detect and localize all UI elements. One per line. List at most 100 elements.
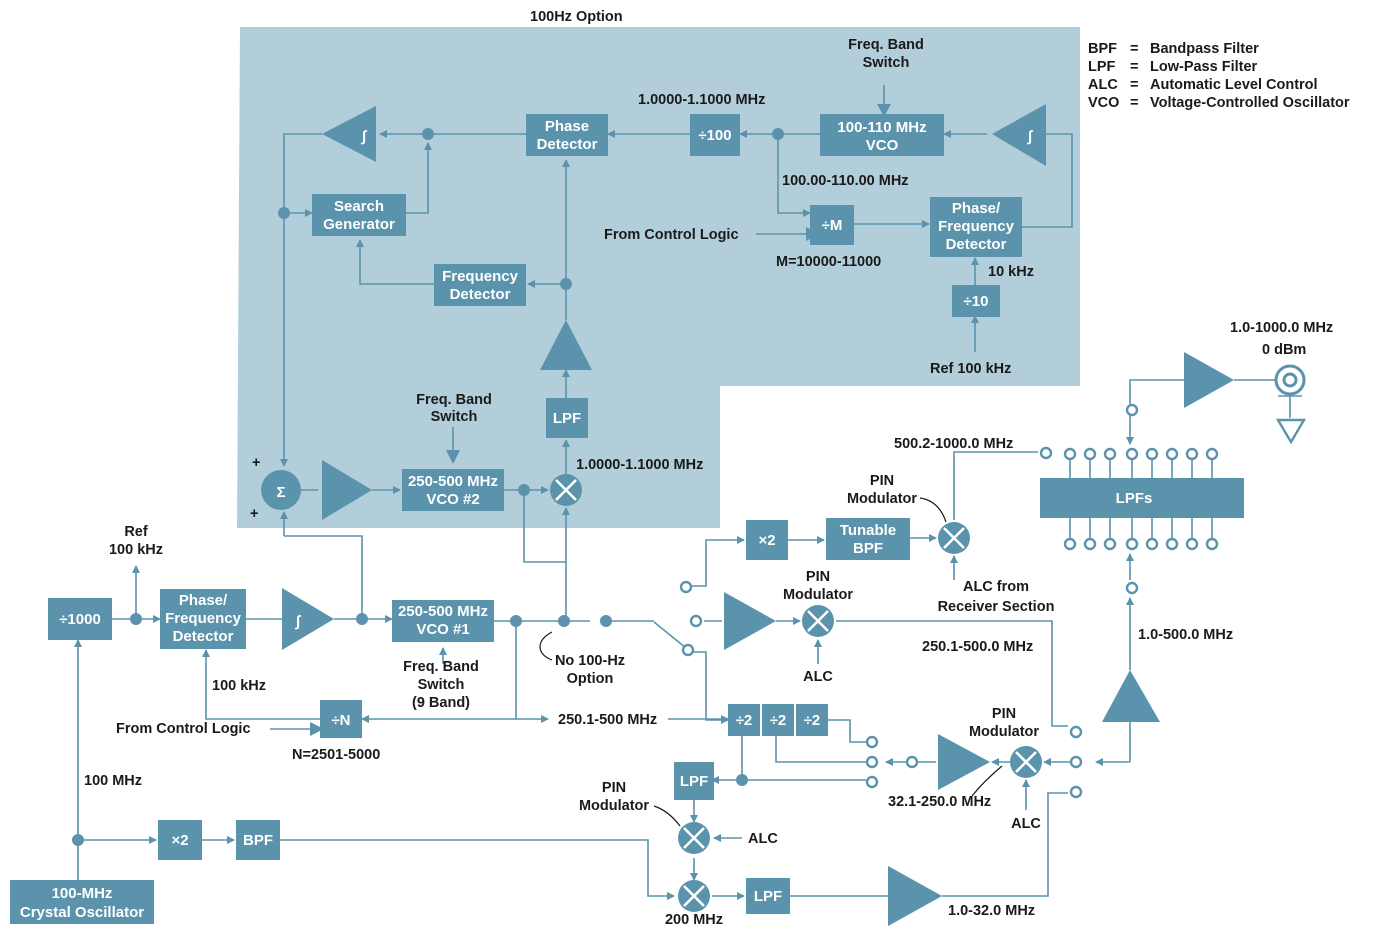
legend: BPF = Bandpass Filter LPF = Low-Pass Fil… xyxy=(1088,41,1350,111)
bpf-label: BPF xyxy=(243,832,273,849)
pin-mod-mid-2: Modulator xyxy=(783,587,853,603)
vco1-line1: 250-500 MHz xyxy=(398,603,488,620)
pfd-bottom-line3: Detector xyxy=(173,628,234,645)
crystal-oscillator-block: 100-MHz Crystal Oscillator xyxy=(10,880,154,924)
divM-label: ÷M xyxy=(822,217,843,234)
frequency-detector-line1: Frequency xyxy=(442,268,519,285)
no-100hz-option-leader xyxy=(539,631,553,661)
vco1-line2: VCO #1 xyxy=(416,621,469,638)
svg-text:∫: ∫ xyxy=(1027,128,1034,145)
pin-mod-left-1: PIN xyxy=(602,780,626,796)
range-1-500: 1.0-500.0 MHz xyxy=(1138,627,1233,643)
from-control-logic-top: From Control Logic xyxy=(604,227,739,243)
alc-mid: ALC xyxy=(803,669,833,685)
integrator-top-right-icon: ∫ xyxy=(992,104,1046,166)
legend-abbr-bpf: BPF xyxy=(1088,41,1117,57)
div10-label: ÷10 xyxy=(964,293,989,310)
frequency-detector-line2: Detector xyxy=(450,286,511,303)
mixer-bottom-icon xyxy=(678,880,710,912)
two-hundred-mhz: 200 MHz xyxy=(665,912,723,926)
phase-detector-line2: Detector xyxy=(537,136,598,153)
vco1-block: 250-500 MHz VCO #1 xyxy=(392,600,494,642)
crystal-osc-line2: Crystal Oscillator xyxy=(20,904,144,921)
div2-b-label: ÷2 xyxy=(770,712,787,729)
range-32-250: 32.1-250.0 MHz xyxy=(888,794,991,810)
output-range: 1.0-1000.0 MHz xyxy=(1230,320,1333,336)
alc-left: ALC xyxy=(748,831,778,847)
pin-modulator-mid-icon xyxy=(802,605,834,637)
label-100-110: 100.00-110.00 MHz xyxy=(782,173,909,189)
pfd-bottom-line1: Phase/ xyxy=(179,592,228,609)
legend-meaning-lpf: Low-Pass Filter xyxy=(1150,59,1258,75)
freq-band-switch-top-1: Freq. Band xyxy=(848,37,924,53)
div2-c-label: ÷2 xyxy=(804,712,821,729)
freq-band-switch-mid-2: Switch xyxy=(431,409,478,425)
div10-block: ÷10 xyxy=(952,285,1000,317)
pin-mod-top-1: PIN xyxy=(870,473,894,489)
ground-icon xyxy=(1275,418,1307,445)
amplifier-output-icon xyxy=(1184,352,1234,408)
vco2-line2: VCO #2 xyxy=(426,491,479,508)
label-1-0000: 1.0000-1.1000 MHz xyxy=(638,92,765,108)
pin-mod-top-leader xyxy=(919,497,947,523)
label-1-0000-mid: 1.0000-1.1000 MHz xyxy=(576,457,703,473)
alc-right: ALC xyxy=(1011,816,1041,832)
tunable-bpf-block: Tunable BPF xyxy=(826,518,910,560)
amplifier-1-500-icon xyxy=(1102,670,1160,722)
freq-band-switch-9-3: (9 Band) xyxy=(412,695,470,711)
phase-detector-block: Phase Detector xyxy=(526,114,608,156)
x2-top-block: ×2 xyxy=(746,520,788,560)
tunable-bpf-line2: BPF xyxy=(853,540,883,557)
x2-top-label: ×2 xyxy=(758,532,775,549)
vco-100-110-line1: 100-110 MHz xyxy=(837,119,926,136)
range-32-250-leader xyxy=(971,765,1003,797)
pfd-bottom-line2: Frequency xyxy=(165,610,242,627)
legend-eq-lpf: = xyxy=(1130,59,1138,75)
ref-100khz-left-1: Ref xyxy=(124,524,148,540)
output-level: 0 dBm xyxy=(1262,342,1306,358)
pin-mod-left-2: Modulator xyxy=(579,798,649,814)
search-generator-line1: Search xyxy=(334,198,384,215)
freq-band-switch-9-1: Freq. Band xyxy=(403,659,479,675)
lpf-mid-label: LPF xyxy=(553,410,581,427)
legend-meaning-bpf: Bandpass Filter xyxy=(1150,41,1259,57)
freq-band-switch-mid-1: Freq. Band xyxy=(416,392,492,408)
alc-from-receiver-1: ALC from xyxy=(963,579,1029,595)
pfd-top-line3: Detector xyxy=(946,236,1007,253)
div1000-label: ÷1000 xyxy=(59,611,101,628)
bpf-block: BPF xyxy=(236,820,280,860)
integrator-top-left-icon: ∫ xyxy=(322,106,376,162)
svg-text:∫: ∫ xyxy=(295,613,302,630)
phase-detector-line1: Phase xyxy=(545,118,589,135)
amplifier-1-32-icon xyxy=(888,866,942,926)
junction-dots xyxy=(72,128,784,846)
divN-label: ÷N xyxy=(331,712,350,729)
tunable-bpf-line1: Tunable xyxy=(840,522,896,539)
vco-100-110-block: 100-110 MHz VCO xyxy=(820,114,944,156)
vco2-line1: 250-500 MHz xyxy=(408,473,498,490)
div2-b-block: ÷2 xyxy=(762,704,794,736)
integrator-bottom-icon: ∫ xyxy=(282,588,334,650)
lpf-bottom-label: LPF xyxy=(754,888,782,905)
pin-modulator-top-icon xyxy=(938,522,970,554)
div100-block: ÷100 xyxy=(690,114,740,156)
pin-mod-right-1: PIN xyxy=(992,706,1016,722)
pin-mod-right-2: Modulator xyxy=(969,724,1039,740)
legend-eq-bpf: = xyxy=(1130,41,1138,57)
legend-abbr-alc: ALC xyxy=(1088,77,1118,93)
summer-block: Σ xyxy=(261,470,301,510)
amplifier-vertical-icon xyxy=(540,320,592,370)
legend-meaning-alc: Automatic Level Control xyxy=(1150,77,1318,93)
hundred-mhz: 100 MHz xyxy=(84,773,142,789)
div2-a-block: ÷2 xyxy=(728,704,760,736)
div2-c-block: ÷2 xyxy=(796,704,828,736)
legend-meaning-vco: Voltage-Controlled Oscillator xyxy=(1150,95,1350,111)
legend-abbr-vco: VCO xyxy=(1088,95,1119,111)
lpf-low-label: LPF xyxy=(680,773,708,790)
pin-mod-left-leader xyxy=(653,805,681,827)
svg-text:∫: ∫ xyxy=(361,128,368,145)
crystal-osc-line1: 100-MHz xyxy=(52,885,113,902)
x2-bottom-label: ×2 xyxy=(171,832,188,849)
pin-modulator-left-icon xyxy=(678,822,710,854)
